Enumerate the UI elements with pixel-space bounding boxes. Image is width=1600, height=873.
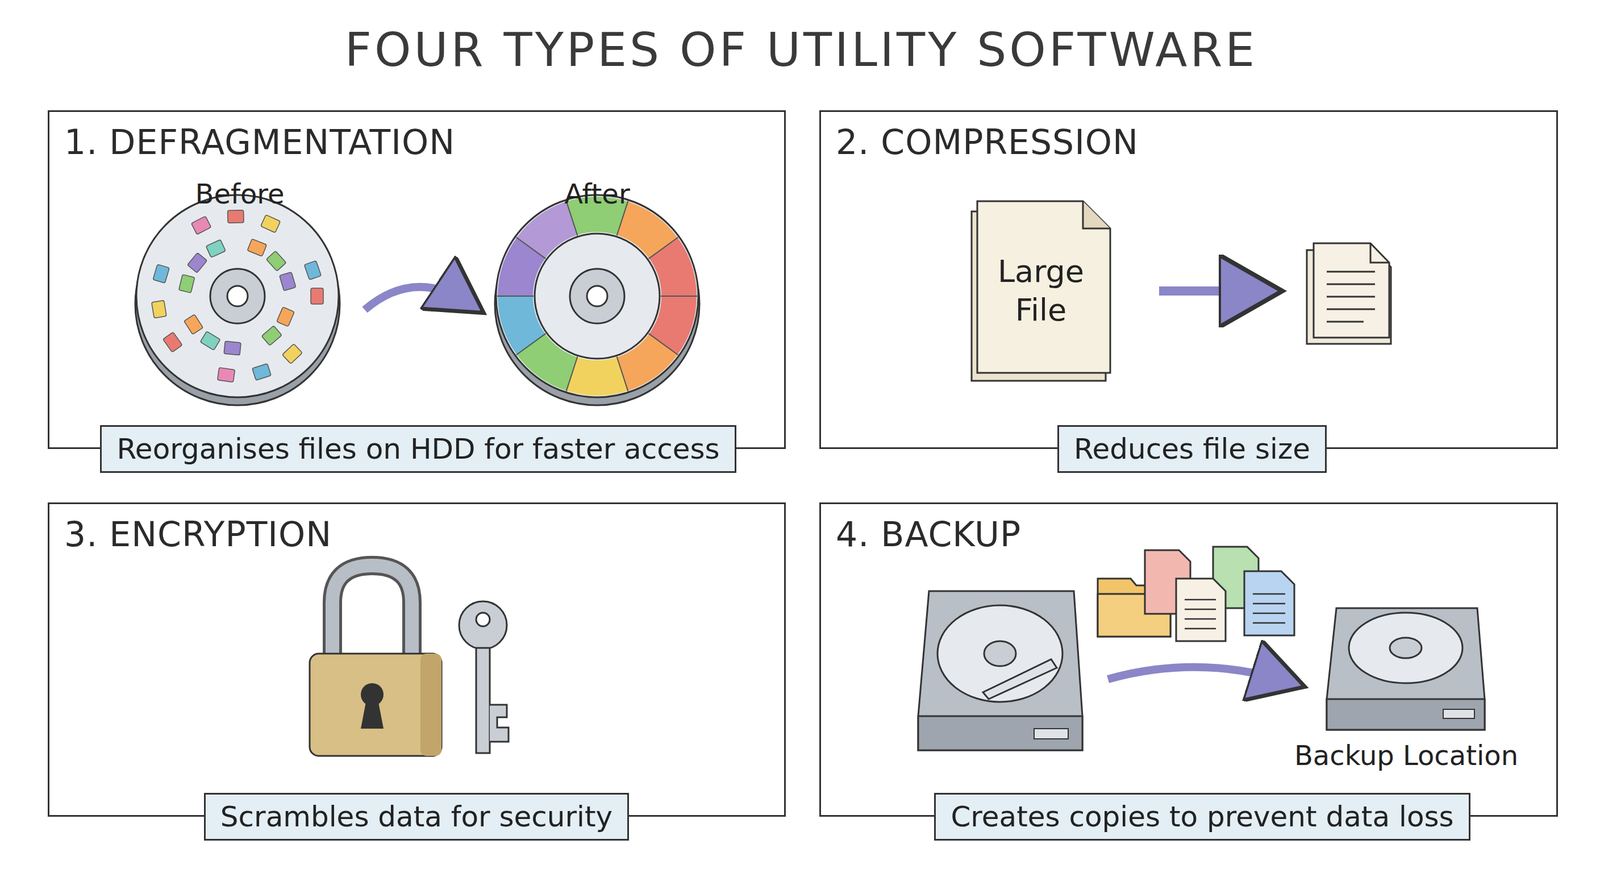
panel-heading: 4. BACKUP (835, 514, 1022, 554)
label: Backup Location (1294, 739, 1519, 772)
utility-panel: 2. COMPRESSIONLarge FileReduces file siz… (819, 110, 1558, 449)
arrow (1159, 286, 1265, 296)
caption-text: Creates copies to prevent data loss (950, 800, 1454, 833)
caption-box: Reorganises files on HDD for faster acce… (100, 425, 736, 473)
panel-heading: 2. COMPRESSION (835, 122, 1139, 162)
caption-box: Scrambles data for security (203, 792, 629, 841)
panel-heading: 1. DEFRAGMENTATION (64, 122, 456, 162)
caption-box: Creates copies to prevent data loss (934, 792, 1470, 841)
backup-drive (1326, 607, 1485, 730)
file-shape (969, 198, 1113, 383)
caption-box: Reduces file size (1057, 425, 1327, 473)
utility-panel: 3. ENCRYPTIONScrambles data for security (47, 502, 786, 817)
padlock (309, 565, 442, 756)
disc-after (494, 194, 700, 406)
arrow (1107, 667, 1290, 682)
utility-panel: 1. DEFRAGMENTATIONReorganises files on H… (47, 110, 786, 449)
caption-text: Reduces file size (1073, 432, 1311, 466)
file-icon: Large File (969, 198, 1113, 383)
panel-heading: 3. ENCRYPTION (64, 514, 332, 554)
arrow (364, 286, 471, 310)
caption-text: Scrambles data for security (220, 800, 613, 833)
label: After (564, 177, 630, 210)
caption-text: Reorganises files on HDD for faster acce… (116, 432, 720, 466)
file-label: Large File (992, 252, 1090, 329)
key (459, 601, 509, 753)
title: FOUR TYPES OF UTILITY SOFTWARE (344, 22, 1258, 77)
disc-before (135, 194, 340, 406)
small-document (1306, 243, 1391, 344)
label: Before (195, 177, 285, 210)
files (1097, 546, 1295, 641)
hard-drive (918, 590, 1083, 750)
